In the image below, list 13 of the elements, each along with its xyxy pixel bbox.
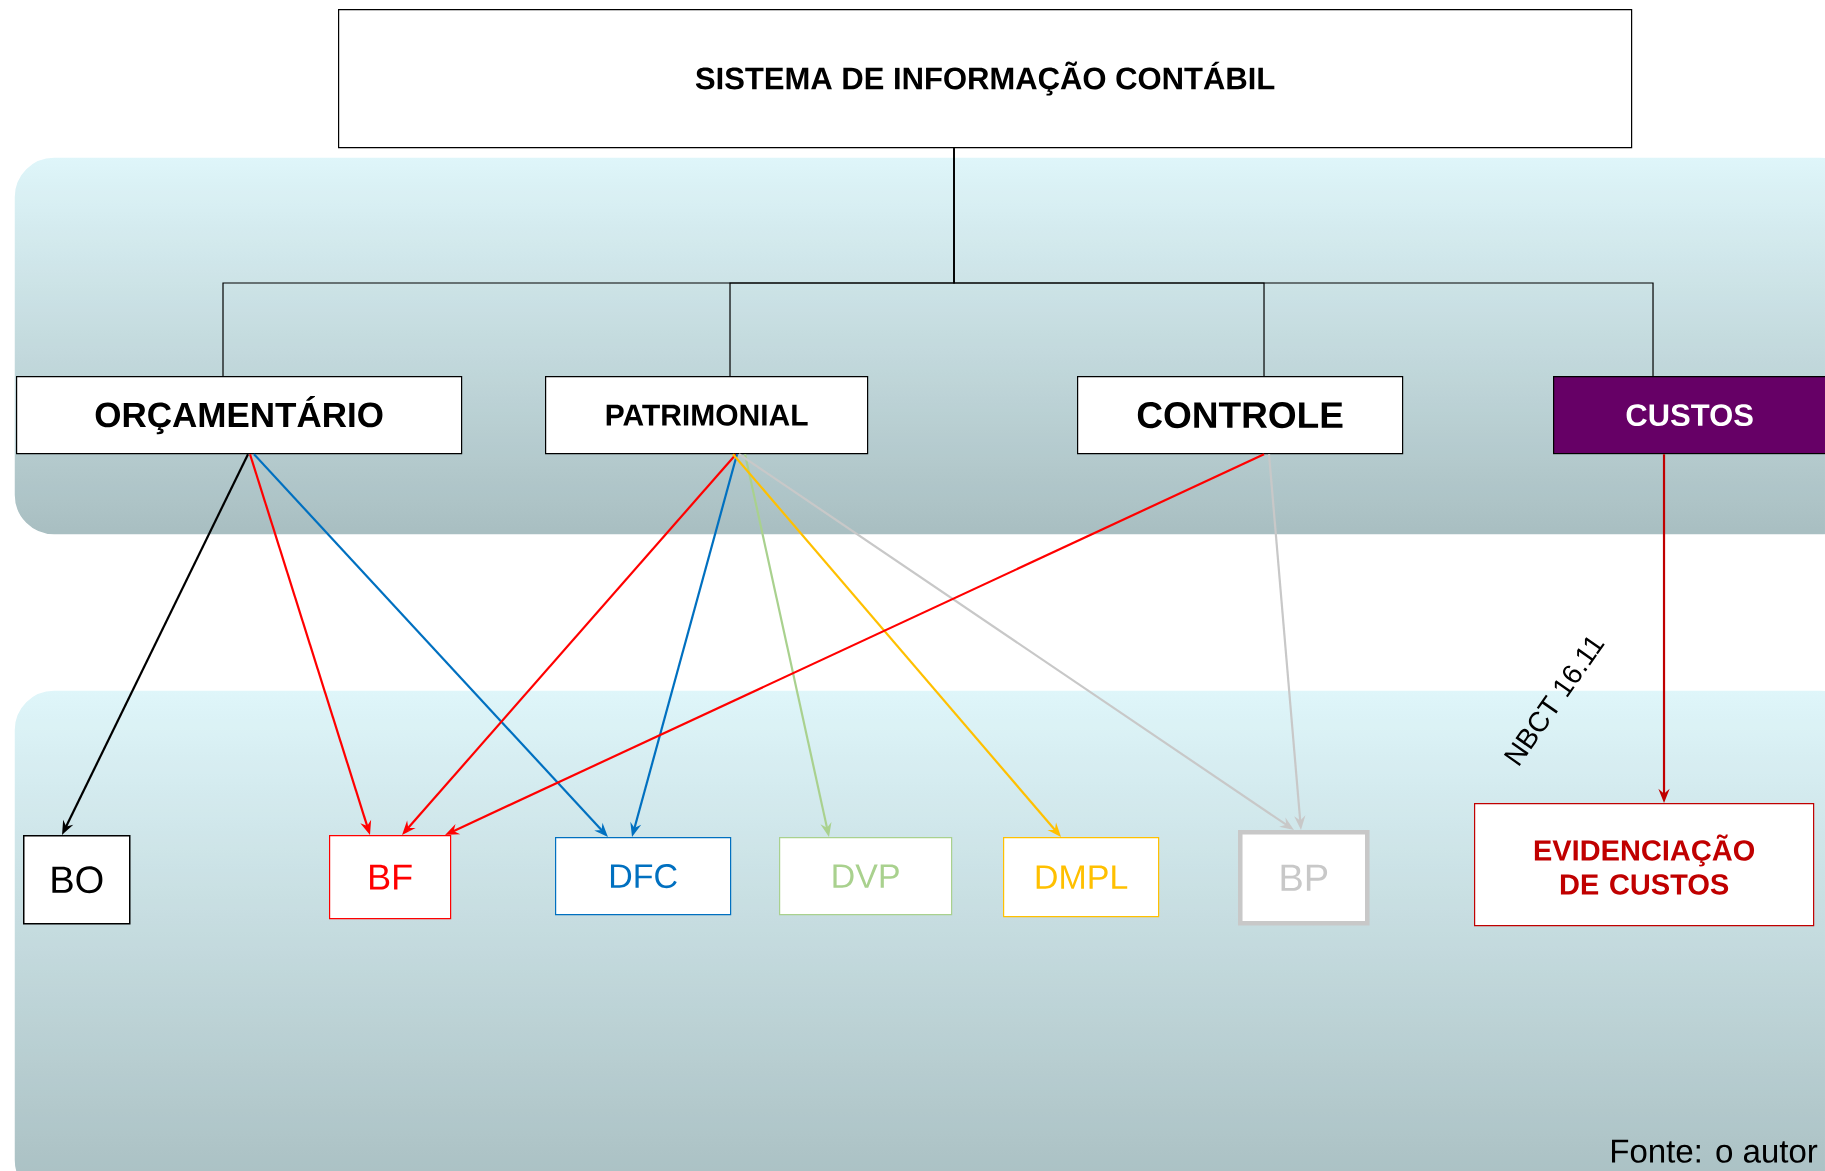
box: BF — [329, 835, 452, 920]
box: ORÇAMENTÁRIO — [16, 376, 463, 455]
box: EVIDENCIAÇÃO DE CUSTOS — [1474, 803, 1815, 927]
box: SISTEMA DE INFORMAÇÃO CONTÁBIL — [338, 9, 1633, 149]
box: BO — [23, 835, 131, 925]
connector-line — [953, 147, 1654, 377]
box: DMPL — [1003, 837, 1160, 918]
box: CONTROLE — [1077, 376, 1404, 455]
box: PATRIMONIAL — [545, 376, 869, 455]
source-note: Fonte: o autor — [1612, 1139, 1818, 1163]
box: CUSTOS — [1553, 376, 1825, 455]
box: DVP — [779, 837, 953, 916]
box: DFC — [555, 837, 732, 916]
